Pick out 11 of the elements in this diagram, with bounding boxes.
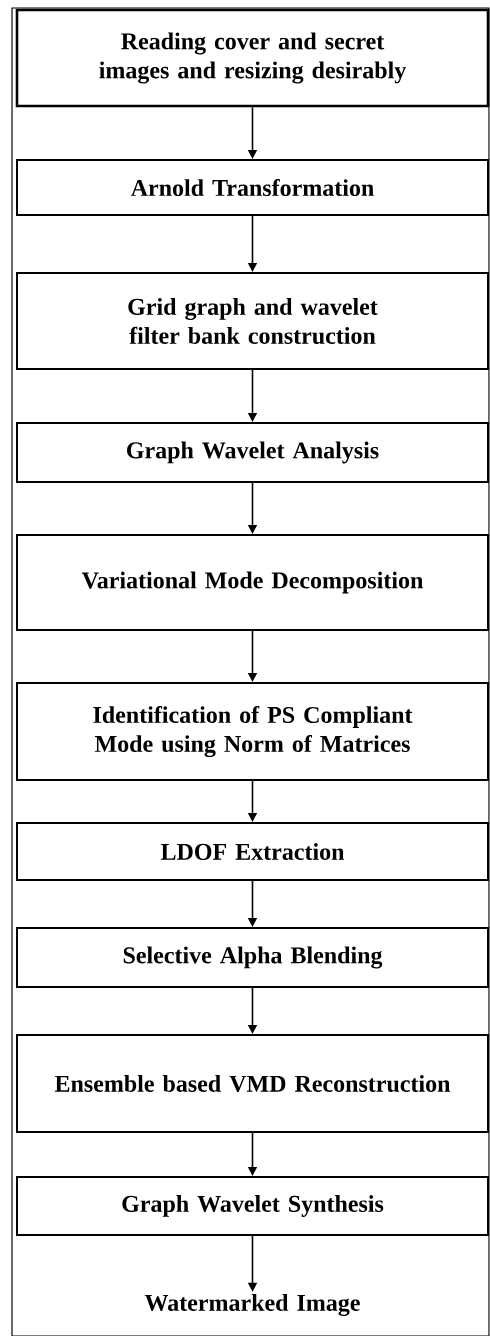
process-box: Graph Wavelet Synthesis <box>16 1176 489 1236</box>
process-box: Variational Mode Decomposition <box>16 534 489 631</box>
process-box: Selective Alpha Blending <box>16 927 489 988</box>
process-box: Reading cover and secret images and resizing desirably <box>15 8 490 108</box>
process-box: Graph Wavelet Analysis <box>16 422 489 483</box>
process-box: Grid graph and wavelet filter bank construction <box>16 272 489 370</box>
process-box: Arnold Transformation <box>16 159 489 216</box>
process-box: LDOF Extraction <box>16 822 489 881</box>
process-box: Identification of PS Compliant Mode using Norm of Matrices <box>16 682 489 781</box>
process-box: Ensemble based VMD Reconstruction <box>16 1034 489 1133</box>
output-label: Watermarked Image <box>144 1294 360 1316</box>
